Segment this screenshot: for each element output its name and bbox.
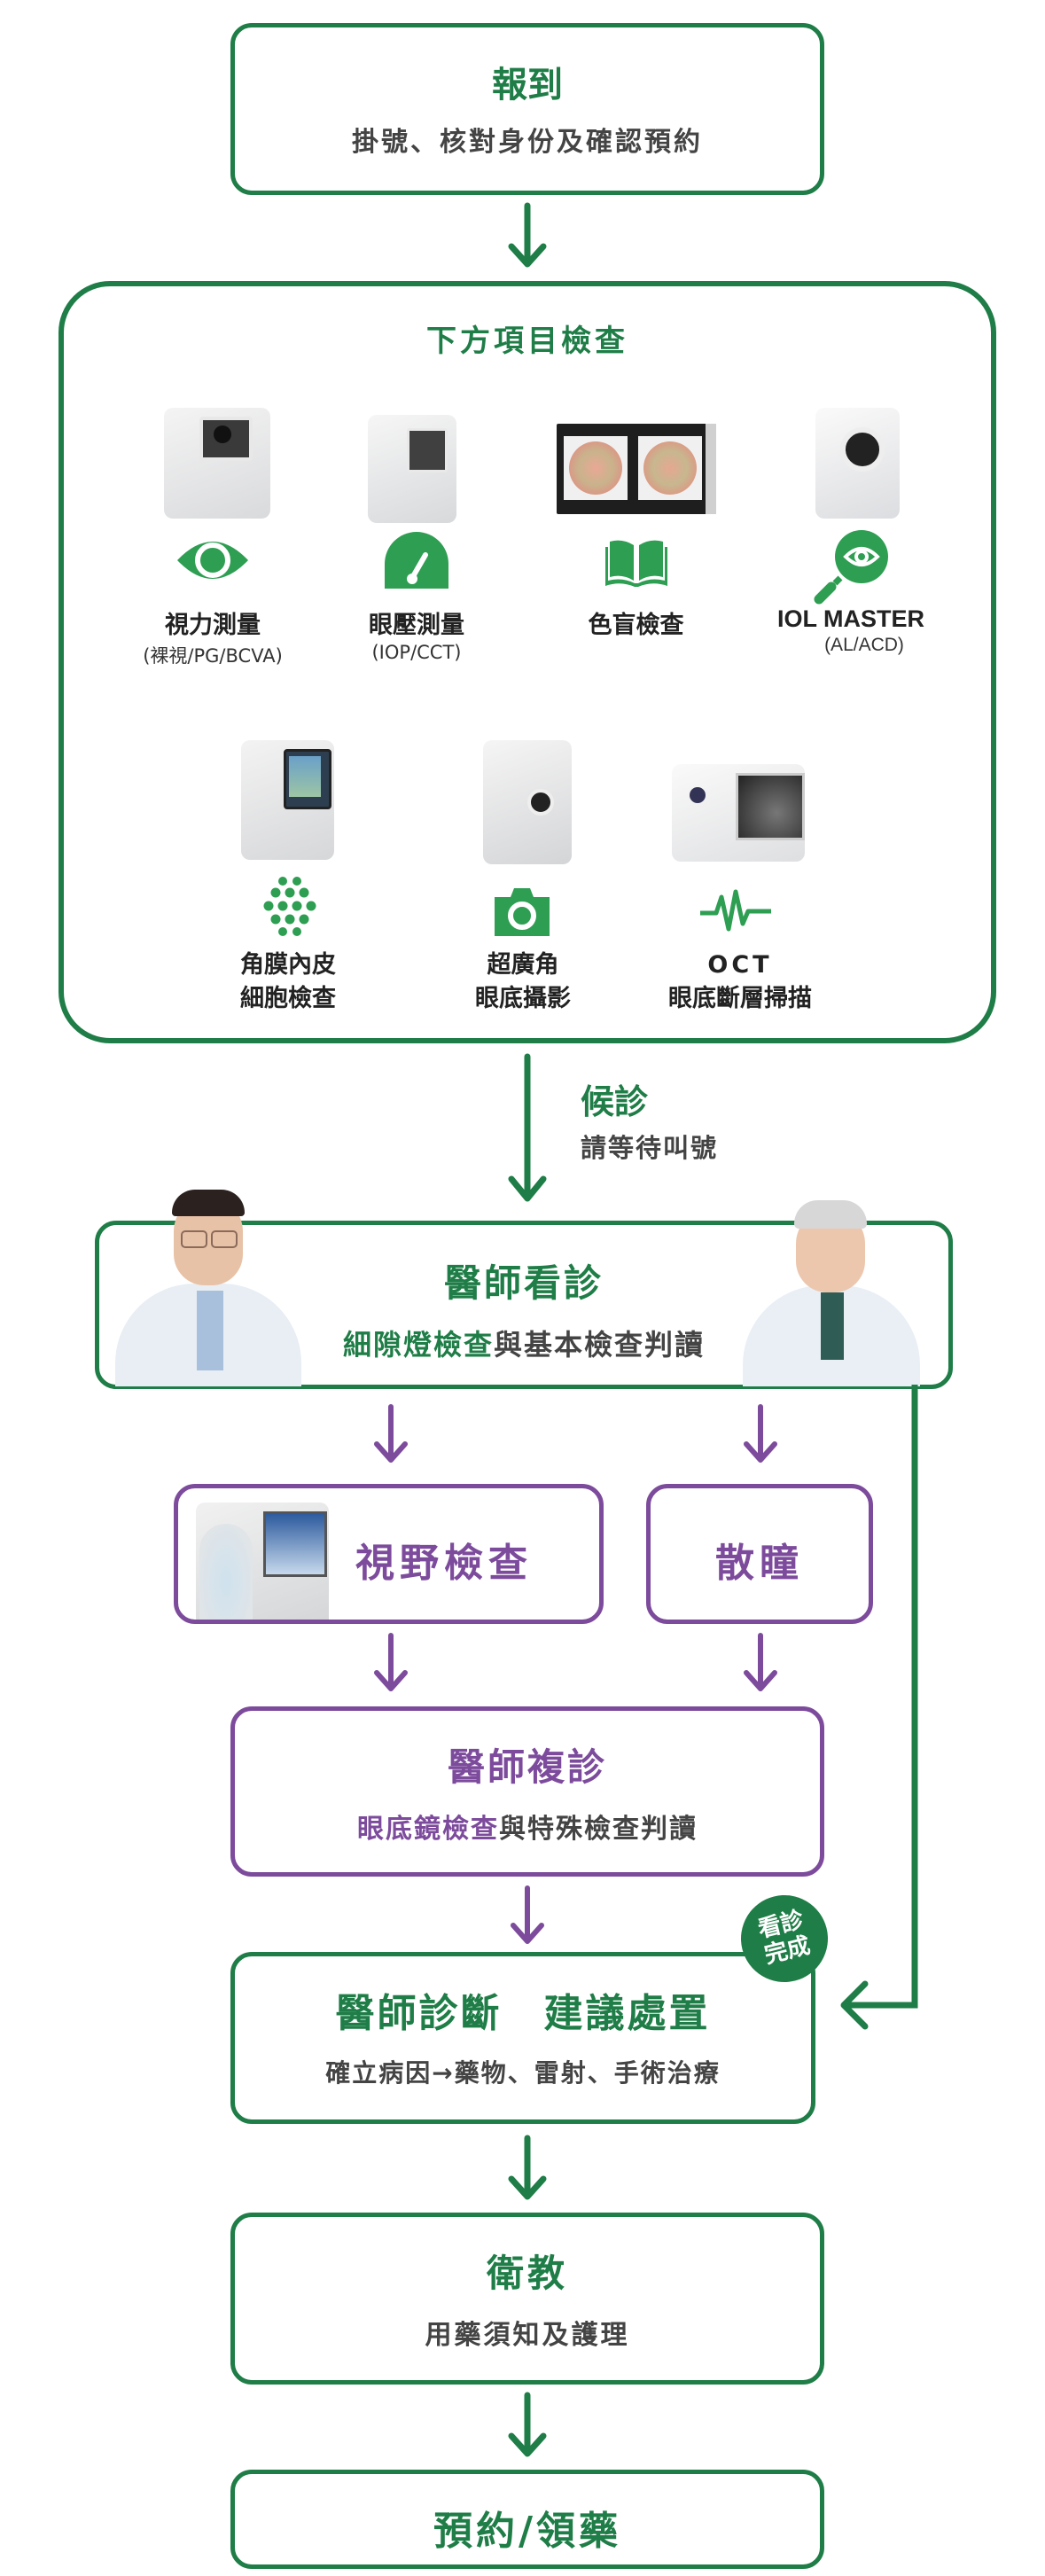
- dilation-title: 散瞳: [715, 1541, 804, 1586]
- bypass-connector-arrow-icon: [840, 1385, 918, 2030]
- consult-subtitle: 細隙燈檢查與基本檢查判讀: [99, 1323, 948, 1363]
- exam-label-iol-master: IOL MASTER (AL/ACD): [740, 605, 962, 656]
- checkin-title: 報到: [492, 65, 563, 105]
- exam-title: 視力測量: [165, 612, 261, 639]
- eye-icon: [177, 542, 248, 579]
- eye-magnifier-icon: [814, 530, 888, 605]
- exam-label-iop: 眼壓測量 (IOP/CCT): [315, 605, 519, 663]
- exams-title: 下方項目檢查: [426, 324, 628, 359]
- arrow-down-icon: [744, 1404, 777, 1463]
- exam-subtitle: (IOP/CCT): [371, 642, 462, 663]
- arrow-down-icon: [508, 2135, 547, 2200]
- exam-label-endothelial: 角膜內皮 細胞檢查: [199, 948, 377, 1016]
- visual-field-step: 視野檢查: [174, 1484, 604, 1624]
- arrow-down-icon: [508, 202, 547, 268]
- exam-label-fundus-photo: 超廣角 眼底攝影: [434, 948, 612, 1016]
- doctor-right-photo: [743, 1197, 920, 1386]
- arrow-down-icon: [511, 1885, 544, 1944]
- arrow-down-icon: [508, 1053, 547, 1202]
- exam-title: OCT: [707, 951, 773, 979]
- exam-title-line2: 眼底斷層掃描: [668, 985, 812, 1012]
- diagnosis-step: 醫師診斷 建議處置 確立病因→藥物、雷射、手術治療: [230, 1952, 815, 2124]
- exam-title: 眼壓測量: [369, 612, 464, 639]
- oct-scanner-photo: [672, 764, 805, 862]
- color-plate-book-photo: [557, 424, 716, 514]
- doctor-left-photo: [115, 1186, 301, 1386]
- exam-subtitle: (AL/ACD): [824, 635, 904, 655]
- gauge-icon: [385, 532, 448, 589]
- iol-master-photo: [815, 408, 900, 519]
- specular-microscope-photo: [241, 740, 334, 860]
- exam-title-line2: 細胞檢查: [240, 985, 336, 1012]
- book-icon: [605, 540, 667, 587]
- education-step: 衛教 用藥須知及護理: [230, 2213, 824, 2385]
- exam-title: 角膜內皮: [240, 951, 336, 979]
- visual-field-title: 視野檢查: [355, 1541, 533, 1586]
- cells-icon: [263, 877, 316, 936]
- exam-title-line2: 眼底攝影: [475, 985, 571, 1012]
- consult-subtitle-highlight: 細隙燈檢查: [342, 1328, 494, 1362]
- recheck-subtitle: 眼底鏡檢查與特殊檢查判讀: [235, 1807, 820, 1846]
- exam-subtitle: (裸視/PG/BCVA): [143, 645, 283, 667]
- diagnosis-title: 醫師診斷 建議處置: [335, 1991, 711, 2036]
- appointment-pharmacy-step: 預約/領藥: [230, 2470, 824, 2569]
- checkin-subtitle: 掛號、核對身份及確認預約: [352, 127, 703, 158]
- diagnosis-subtitle: 確立病因→藥物、雷射、手術治療: [325, 2058, 721, 2088]
- exam-title: IOL MASTER: [776, 605, 924, 632]
- exam-label-oct: OCT 眼底斷層掃描: [629, 948, 851, 1016]
- exam-title: 色盲檢查: [588, 612, 684, 639]
- arrow-down-icon: [374, 1633, 408, 1691]
- tonometer-photo: [368, 415, 456, 523]
- exam-title: 超廣角: [487, 951, 559, 979]
- recheck-title: 醫師複診: [447, 1745, 607, 1789]
- arrow-down-icon: [374, 1404, 408, 1463]
- arrow-down-icon: [744, 1633, 777, 1691]
- arrow-down-icon: [508, 2392, 547, 2457]
- consult-subtitle-rest: 與基本檢查判讀: [494, 1328, 706, 1362]
- camera-icon: [495, 888, 550, 936]
- perimeter-device-photo: [196, 1503, 329, 1620]
- education-subtitle: 用藥須知及護理: [425, 2320, 630, 2351]
- recheck-step: 醫師複診 眼底鏡檢查與特殊檢查判讀: [230, 1706, 824, 1877]
- exam-label-color-blindness: 色盲檢查: [532, 605, 740, 640]
- education-title: 衛教: [486, 2252, 568, 2295]
- fundus-camera-photo: [483, 740, 572, 864]
- recheck-subtitle-highlight: 眼底鏡檢查: [357, 1814, 499, 1845]
- waiting-subtitle: 請等待叫號: [581, 1133, 719, 1163]
- final-title: 預約/領藥: [433, 2509, 622, 2554]
- exam-label-visual-acuity: 視力測量 (裸視/PG/BCVA): [106, 605, 319, 668]
- auto-refractor-photo: [164, 408, 270, 519]
- checkin-step: 報到 掛號、核對身份及確認預約: [230, 23, 824, 195]
- consult-title: 醫師看診: [443, 1261, 604, 1305]
- waiting-title: 候診: [581, 1082, 649, 1121]
- pulse-icon: [700, 889, 771, 932]
- recheck-subtitle-rest: 與特殊檢查判讀: [499, 1814, 698, 1845]
- dilation-step: 散瞳: [646, 1484, 873, 1624]
